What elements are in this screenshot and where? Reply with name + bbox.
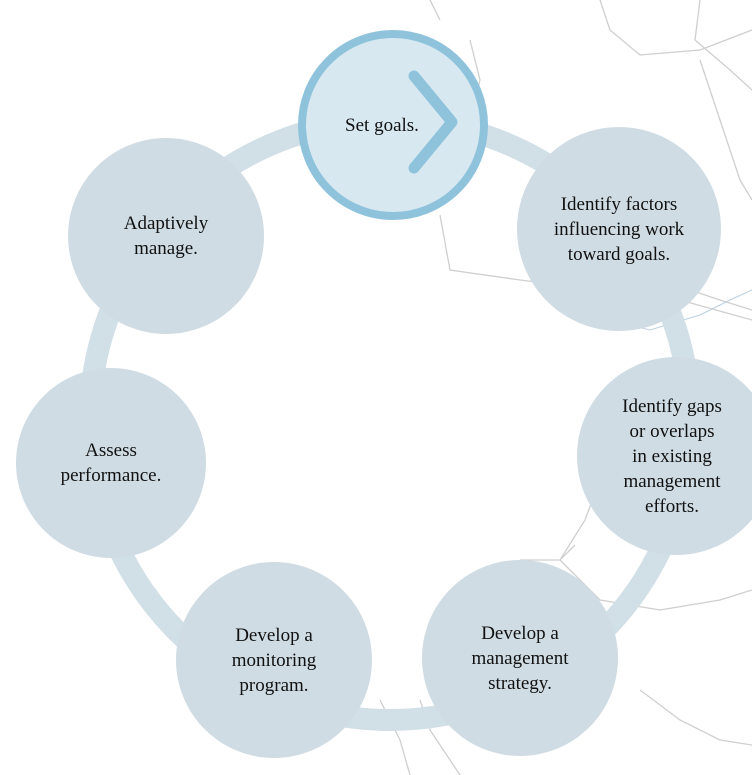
step-set-goals: Set goals. xyxy=(298,30,488,220)
step-adaptively-manage-label: Adaptively manage. xyxy=(123,213,209,259)
step-adaptively-manage: Adaptively manage. xyxy=(68,138,264,334)
step-identify-factors-label: Identify factors influencing work toward… xyxy=(553,193,685,265)
step-set-goals-label: Set goals. xyxy=(345,114,419,136)
step-identify-gaps-label: Identify gaps or overlaps in existing ma… xyxy=(622,395,722,517)
step-identify-gaps: Identify gaps or overlaps in existing ma… xyxy=(577,357,752,555)
step-develop-monitoring-program-label: Develop a monitoring program. xyxy=(231,624,317,696)
step-develop-management-strategy-label: Develop a management strategy. xyxy=(471,622,569,694)
step-develop-monitoring-program: Develop a monitoring program. xyxy=(176,562,372,758)
chevron-right-icon xyxy=(408,70,458,174)
step-assess-performance-label: Assess performance. xyxy=(60,440,162,486)
step-identify-factors: Identify factors influencing work toward… xyxy=(517,127,721,331)
step-assess-performance: Assess performance. xyxy=(16,368,206,558)
step-develop-management-strategy: Develop a management strategy. xyxy=(422,560,618,756)
